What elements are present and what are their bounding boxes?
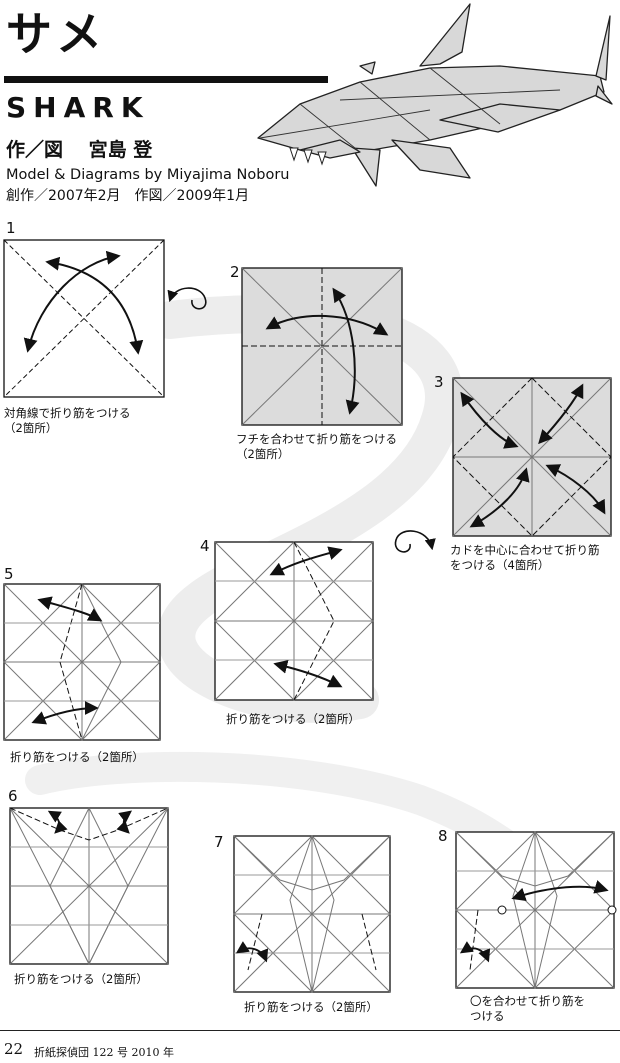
step3-diagram	[452, 377, 612, 537]
step4-number: 4	[200, 537, 210, 555]
step4-caption: 折り筋をつける（2箇所）	[226, 712, 360, 726]
publication-info: 折紙探偵団 122 号 2010 年	[34, 1046, 174, 1059]
step1-diagram	[3, 239, 165, 398]
title-english: SHARK	[6, 91, 150, 124]
credit-english: Model & Diagrams by Miyajima Noboru	[6, 167, 290, 183]
step5-number: 5	[4, 565, 14, 583]
step1-number: 1	[6, 219, 16, 237]
step6-number: 6	[8, 787, 18, 805]
footer-rule	[0, 1030, 620, 1031]
step1-caption: 対角線で折り筋をつける （2箇所）	[4, 406, 131, 435]
step7-caption: 折り筋をつける（2箇所）	[244, 1000, 378, 1014]
step5-diagram	[3, 583, 161, 741]
credit-japanese: 作／図 宮島 登	[6, 139, 153, 161]
step3-caption: カドを中心に合わせて折り筋 をつける（4箇所）	[450, 543, 600, 572]
step4-diagram	[214, 541, 374, 701]
step8-number: 8	[438, 827, 448, 845]
title-japanese: サメ	[6, 7, 106, 61]
step7-diagram	[233, 835, 391, 993]
step7-number: 7	[214, 833, 224, 851]
step3-number: 3	[434, 373, 444, 391]
creation-dates: 創作／2007年2月 作図／2009年1月	[6, 188, 250, 204]
step5-caption: 折り筋をつける（2箇所）	[10, 750, 144, 764]
step6-caption: 折り筋をつける（2箇所）	[14, 972, 148, 986]
step8-caption: 〇を合わせて折り筋を つける	[470, 994, 585, 1023]
title-rule	[4, 76, 328, 83]
page-number: 22	[4, 1040, 24, 1058]
step2-diagram	[241, 267, 403, 426]
step8-diagram	[455, 831, 617, 989]
step6-diagram	[9, 807, 169, 966]
step2-number: 2	[230, 263, 240, 281]
step2-caption: フチを合わせて折り筋をつける （2箇所）	[236, 432, 397, 461]
